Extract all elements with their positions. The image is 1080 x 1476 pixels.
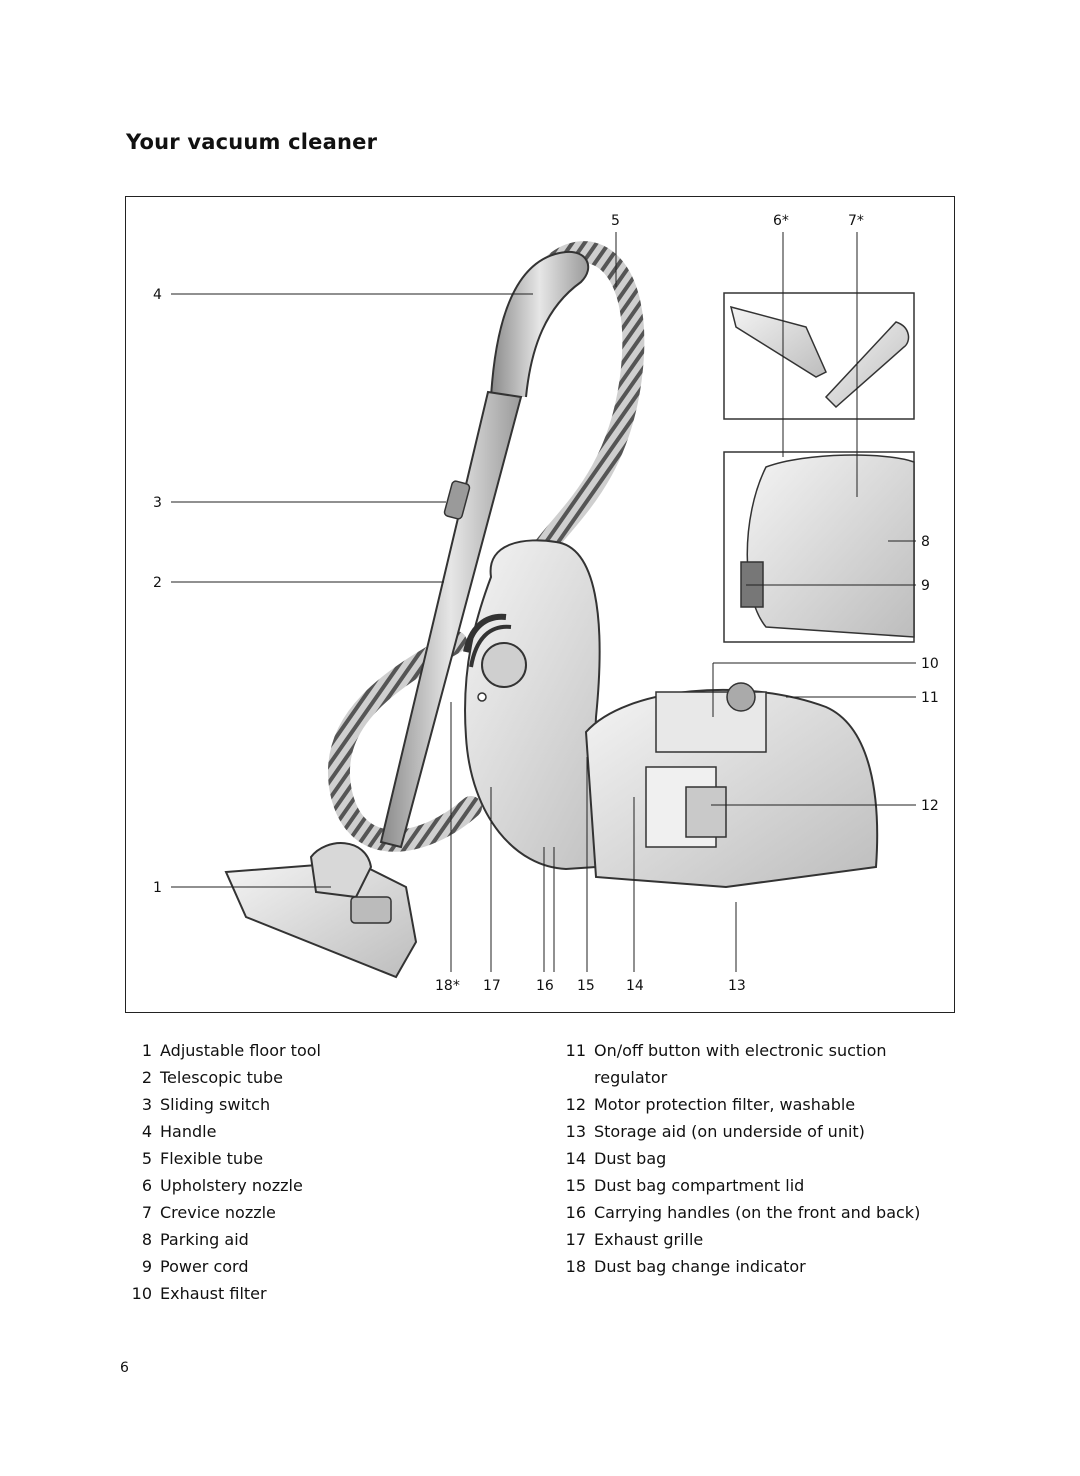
legend-num: 3 xyxy=(141,1095,152,1114)
callout-14: 14 xyxy=(626,978,644,994)
legend-item: 18 Dust bag change indicator xyxy=(560,1253,940,1280)
legend-item: 12 Motor protection filter, washable xyxy=(560,1091,940,1118)
legend-text: Flexible tube xyxy=(160,1149,264,1168)
legend-num: 12 xyxy=(565,1095,586,1114)
legend-text: Handle xyxy=(160,1122,217,1141)
legend-num: 13 xyxy=(565,1122,586,1141)
sliding-switch-shape xyxy=(443,480,471,520)
legend-right: 11 On/off button with electronic suction … xyxy=(560,1037,940,1280)
callout-1: 1 xyxy=(153,880,162,896)
legend-num: 5 xyxy=(141,1149,152,1168)
legend-text: On/off button with electronic suction re… xyxy=(594,1041,887,1087)
callout-8: 8 xyxy=(921,534,930,550)
legend-item: 4 Handle xyxy=(126,1118,321,1145)
upholstery-nozzle-shape xyxy=(729,305,827,378)
legend-text: Telescopic tube xyxy=(160,1068,284,1087)
legend-item: 8 Parking aid xyxy=(126,1226,321,1253)
legend-num: 4 xyxy=(141,1122,152,1141)
callout-11: 11 xyxy=(921,690,939,706)
callout-2: 2 xyxy=(153,575,162,591)
flexible-hose xyxy=(515,241,645,588)
legend-text: Crevice nozzle xyxy=(160,1203,276,1222)
callout-7: 7* xyxy=(848,213,864,229)
legend-item: 9 Power cord xyxy=(126,1253,321,1280)
callout-13: 13 xyxy=(728,978,746,994)
legend-num: 8 xyxy=(141,1230,152,1249)
legend-num: 7 xyxy=(141,1203,152,1222)
callout-3: 3 xyxy=(153,495,162,511)
leader-lines xyxy=(171,232,916,972)
legend-num: 17 xyxy=(565,1230,586,1249)
callout-10: 10 xyxy=(921,656,939,672)
legend-item: 5 Flexible tube xyxy=(126,1145,321,1172)
legend-text: Adjustable floor tool xyxy=(160,1041,321,1060)
telescopic-tube xyxy=(379,390,523,849)
legend-text: Power cord xyxy=(160,1257,249,1276)
callout-9: 9 xyxy=(921,578,930,594)
legend-text: Exhaust filter xyxy=(160,1284,267,1303)
legend-text: Dust bag change indicator xyxy=(594,1257,806,1276)
page-title: Your vacuum cleaner xyxy=(126,130,378,154)
legend-item: 15 Dust bag compartment lid xyxy=(560,1172,940,1199)
hose-lower-loop xyxy=(328,631,482,852)
legend-item: 10 Exhaust filter xyxy=(126,1280,321,1307)
legend-item: 1 Adjustable floor tool xyxy=(126,1037,321,1064)
legend-text: Exhaust grille xyxy=(594,1230,704,1249)
legend-item: 2 Telescopic tube xyxy=(126,1064,321,1091)
legend-item: 16 Carrying handles (on the front and bac… xyxy=(560,1199,940,1226)
legend-text: Motor protection filter, washable xyxy=(594,1095,856,1114)
legend-num: 9 xyxy=(141,1257,152,1276)
legend-text: Carrying handles (on the front and back) xyxy=(594,1203,921,1222)
legend-item: 6 Upholstery nozzle xyxy=(126,1172,321,1199)
legend-item: 13 Storage aid (on underside of unit) xyxy=(560,1118,940,1145)
handle-curve xyxy=(490,250,590,398)
legend-item: 7 Crevice nozzle xyxy=(126,1199,321,1226)
page-number: 6 xyxy=(120,1360,129,1376)
legend-num: 2 xyxy=(141,1068,152,1087)
legend-num: 1 xyxy=(141,1041,152,1060)
legend-item: 17 Exhaust grille xyxy=(560,1226,940,1253)
callout-17: 17 xyxy=(483,978,501,994)
legend-text: Storage aid (on underside of unit) xyxy=(594,1122,865,1141)
dust-bag-indicator-shape xyxy=(477,692,487,702)
legend-num: 16 xyxy=(565,1203,586,1222)
legend-item: 3 Sliding switch xyxy=(126,1091,321,1118)
callout-16: 16 xyxy=(536,978,554,994)
legend-text: Dust bag xyxy=(594,1149,667,1168)
legend-num: 10 xyxy=(131,1284,152,1303)
vacuum-illustration-frame: 4 3 2 1 5 6* 7* 8 9 10 11 12 18* 17 16 1… xyxy=(125,196,955,1013)
callout-15: 15 xyxy=(577,978,595,994)
legend-text: Dust bag compartment lid xyxy=(594,1176,805,1195)
exhaust-grille-shape xyxy=(481,642,527,688)
crevice-nozzle-shape xyxy=(824,321,910,409)
callout-6: 6* xyxy=(773,213,789,229)
callout-12: 12 xyxy=(921,798,939,814)
rear-view-body xyxy=(746,454,915,638)
legend-num: 15 xyxy=(565,1176,586,1195)
legend-num: 11 xyxy=(565,1041,586,1060)
legend-text: Sliding switch xyxy=(160,1095,271,1114)
legend-num: 18 xyxy=(565,1257,586,1276)
legend-item: 14 Dust bag xyxy=(560,1145,940,1172)
callout-4: 4 xyxy=(153,287,162,303)
legend-num: 14 xyxy=(565,1149,586,1168)
legend-item: 11 On/off button with electronic suction … xyxy=(560,1037,940,1091)
vacuum-illustration: 4 3 2 1 5 6* 7* 8 9 10 11 12 18* 17 16 1… xyxy=(153,213,939,994)
legend-text: Upholstery nozzle xyxy=(160,1176,303,1195)
legend-text: Parking aid xyxy=(160,1230,249,1249)
legend-num: 6 xyxy=(141,1176,152,1195)
callout-5: 5 xyxy=(611,213,620,229)
callout-18: 18* xyxy=(435,978,460,994)
motor-filter-shape xyxy=(685,786,727,838)
